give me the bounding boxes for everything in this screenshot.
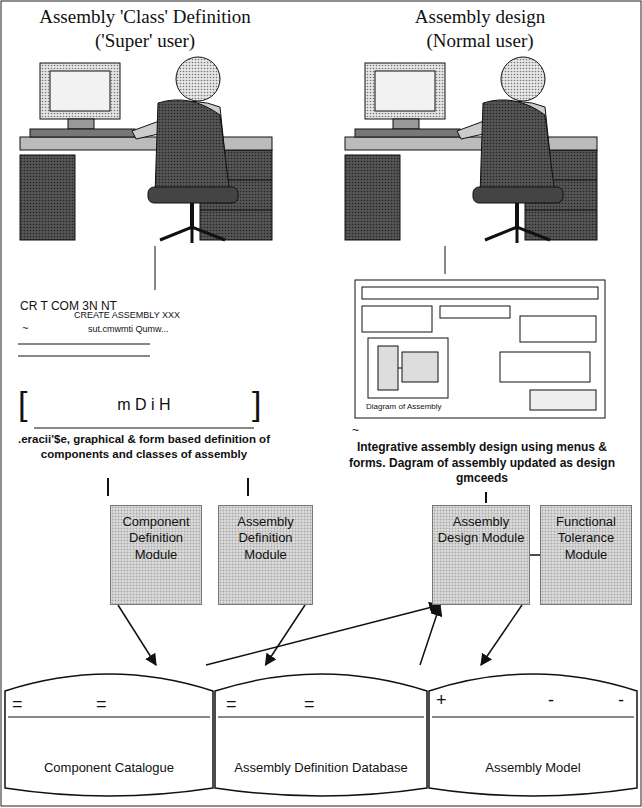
screen-text: ~: [22, 322, 28, 335]
screen-text: m D i H: [44, 396, 244, 414]
database-name: Component Catalogue: [44, 760, 174, 776]
screen-rule: [34, 428, 254, 429]
column-heading: Assembly design: [345, 6, 615, 28]
screen-bracket: ]: [252, 384, 261, 423]
workstation-figure: [345, 57, 597, 243]
screen-text: ~: [352, 424, 359, 438]
flow-arrow: [206, 605, 440, 665]
process-module: Assembly Design Module: [432, 505, 530, 605]
module-name: Assembly Definition Module: [223, 514, 308, 563]
tick-mark: [107, 478, 109, 496]
leader-line: [155, 246, 156, 290]
screen-mockup: [355, 280, 605, 418]
database-cylinder: [428, 665, 638, 800]
database-mark: =: [96, 694, 107, 715]
caption: Integrative assembly design using menus …: [340, 440, 624, 487]
screen-text: sut.cmwmti Qumw...: [88, 324, 169, 334]
database-store: Assembly Model: [428, 665, 638, 800]
flow-arrow: [481, 605, 522, 665]
tick-mark: [485, 492, 487, 503]
flow-arrow: [530, 554, 540, 556]
flow-arrow: [118, 605, 156, 665]
process-module: Assembly Definition Module: [218, 505, 313, 605]
database-mark: +: [436, 690, 447, 711]
workstation-figure: [20, 57, 272, 243]
process-module: Component Definition Module: [110, 505, 202, 605]
screen-rule: [18, 356, 150, 357]
database-store: Assembly Definition Database: [214, 665, 428, 800]
database-mark: -: [548, 690, 554, 711]
screen-rule: [18, 344, 150, 345]
database-mark: -: [618, 690, 624, 711]
module-name: Assembly Design Module: [437, 514, 525, 547]
module-name: Functional Tolerance Module: [545, 514, 627, 563]
column-heading: (Normal user): [345, 30, 615, 52]
module-name: Component Definition Module: [115, 514, 197, 563]
database-cylinder: [4, 665, 214, 800]
flow-arrow: [420, 605, 440, 665]
screen-text: Diagram of Assembly: [366, 402, 442, 411]
column-heading: Assembly 'Class' Definition: [10, 6, 280, 28]
database-mark: =: [226, 694, 237, 715]
database-name: Assembly Definition Database: [234, 760, 407, 776]
tick-mark: [247, 478, 249, 496]
screen-bracket: [: [18, 384, 27, 423]
flow-arrow: [266, 605, 306, 665]
caption: .eracii'$e, graphical & form based defin…: [12, 432, 276, 462]
database-mark: =: [12, 694, 23, 715]
database-store: Component Catalogue: [4, 665, 214, 800]
database-cylinder: [214, 665, 428, 800]
database-name: Assembly Model: [485, 760, 580, 776]
screen-text: CREATE ASSEMBLY XXX: [74, 310, 180, 320]
database-mark: =: [304, 694, 315, 715]
process-module: Functional Tolerance Module: [540, 505, 632, 605]
column-heading: ('Super' user): [10, 30, 280, 52]
leader-line: [445, 246, 446, 274]
